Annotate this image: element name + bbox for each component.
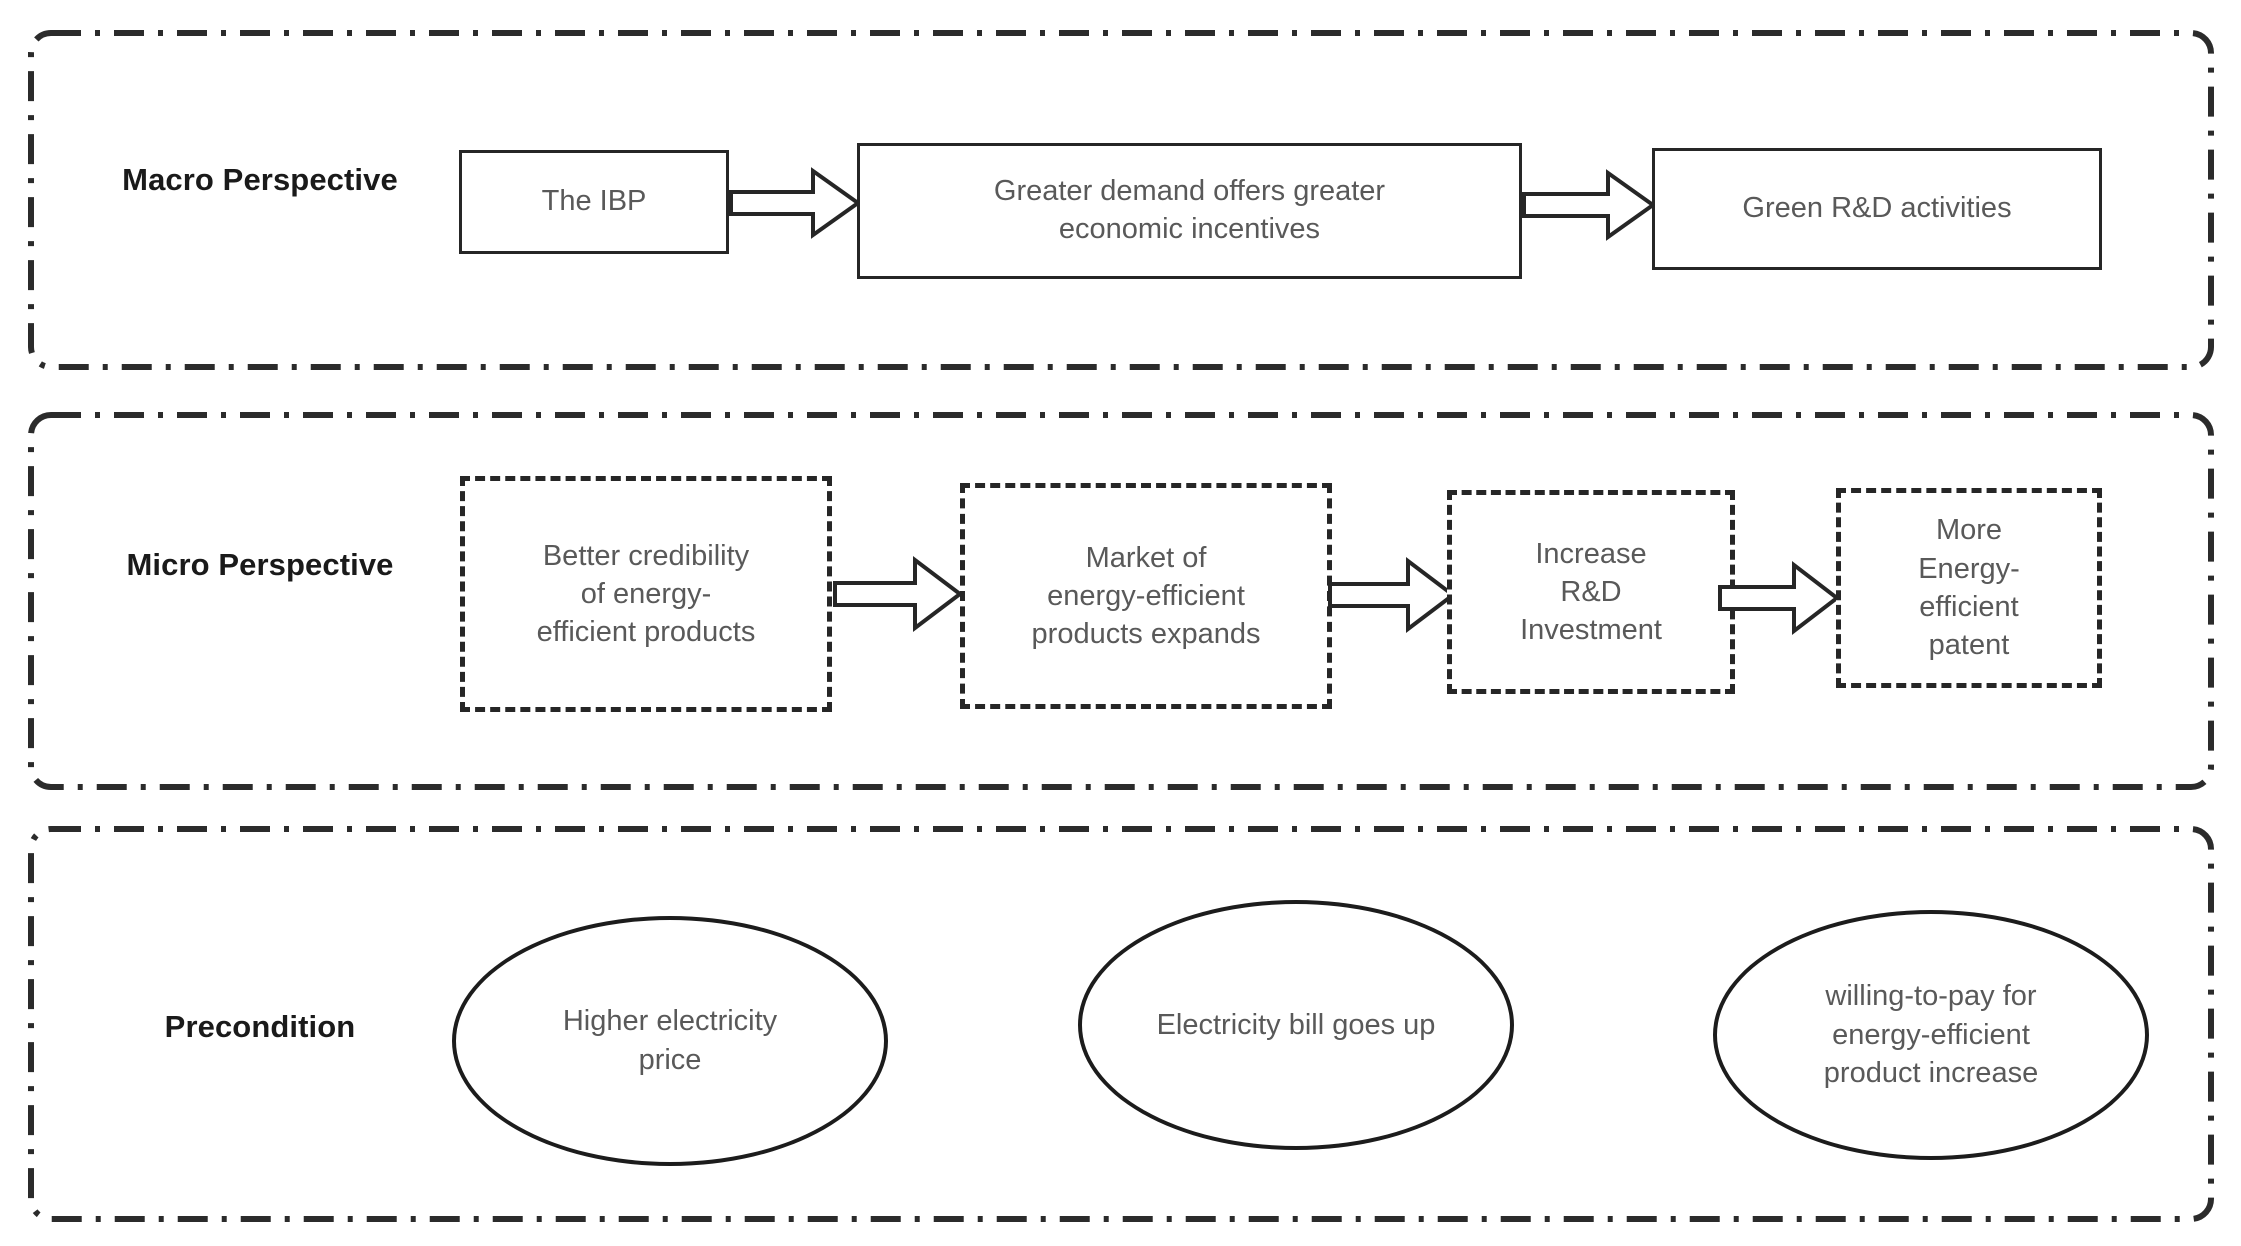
row-label-micro: Micro Perspective	[126, 547, 394, 582]
micro-node-more-patent-label: More Energy- efficient patent	[1918, 514, 2020, 662]
micro-node-more-patent[interactable]: More Energy- efficient patent	[1836, 488, 2102, 688]
macro-node-green-rd[interactable]: Green R&D activities	[1652, 148, 2102, 270]
macro-arrow-1	[729, 167, 862, 239]
precondition-node-higher-price-label: Higher electricity price	[562, 1005, 778, 1076]
micro-node-increase-rd-label: Increase R&D Investment	[1520, 537, 1662, 647]
micro-node-market-expands[interactable]: Market of energy-efficient products expa…	[960, 483, 1332, 709]
precondition-node-bill-up-label: Electricity bill goes up	[1156, 1008, 1436, 1041]
micro-node-better-credibility[interactable]: Better credibility of energy- efficient …	[460, 476, 832, 712]
micro-arrow-1	[833, 555, 964, 633]
macro-node-greater-demand[interactable]: Greater demand offers greater economic i…	[857, 143, 1522, 279]
macro-node-the-ibp[interactable]: The IBP	[459, 150, 729, 254]
precondition-node-willing-to-pay[interactable]: willing-to-pay for energy-efficient prod…	[1713, 910, 2149, 1160]
macro-arrow-2	[1522, 169, 1657, 241]
precondition-node-bill-up[interactable]: Electricity bill goes up	[1078, 900, 1514, 1150]
precondition-node-higher-price[interactable]: Higher electricity price	[452, 916, 888, 1166]
macro-node-greater-demand-label: Greater demand offers greater economic i…	[993, 175, 1386, 245]
micro-arrow-2	[1328, 556, 1457, 634]
micro-node-better-credibility-label: Better credibility of energy- efficient …	[536, 539, 756, 649]
micro-node-increase-rd[interactable]: Increase R&D Investment	[1447, 490, 1735, 694]
row-label-precondition: Precondition	[164, 1009, 356, 1044]
micro-node-market-expands-label: Market of energy-efficient products expa…	[1031, 541, 1261, 651]
macro-node-the-ibp-label: The IBP	[541, 185, 647, 218]
precondition-node-willing-to-pay-label: willing-to-pay for energy-efficient prod…	[1823, 979, 2039, 1090]
row-label-macro: Macro Perspective	[122, 162, 398, 197]
macro-node-green-rd-label: Green R&D activities	[1742, 192, 2012, 225]
micro-arrow-3	[1718, 560, 1841, 636]
